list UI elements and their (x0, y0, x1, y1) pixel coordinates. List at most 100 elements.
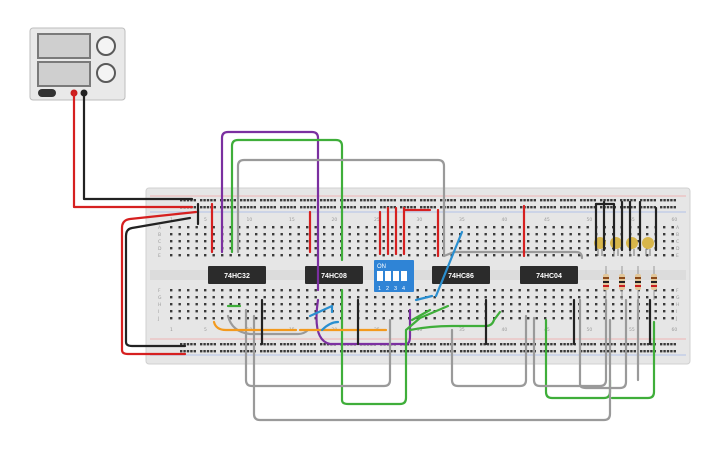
breadboard-hole[interactable] (630, 350, 633, 353)
breadboard-hole[interactable] (280, 199, 283, 202)
breadboard-hole[interactable] (293, 350, 296, 353)
breadboard-hole[interactable] (333, 199, 336, 202)
breadboard-hole[interactable] (425, 303, 428, 306)
breadboard-hole[interactable] (613, 199, 616, 202)
breadboard-hole[interactable] (178, 247, 181, 250)
breadboard-hole[interactable] (346, 350, 350, 353)
breadboard-hole[interactable] (440, 206, 443, 209)
breadboard-hole[interactable] (190, 199, 193, 202)
breadboard-hole[interactable] (286, 350, 290, 353)
breadboard-hole[interactable] (314, 296, 317, 299)
breadboard-hole[interactable] (518, 226, 521, 229)
breadboard-hole[interactable] (373, 199, 376, 202)
breadboard-hole[interactable] (313, 343, 316, 346)
breadboard-hole[interactable] (637, 289, 640, 292)
breadboard-hole[interactable] (323, 199, 326, 202)
breadboard-hole[interactable] (365, 233, 368, 236)
breadboard-hole[interactable] (560, 206, 563, 209)
breadboard-hole[interactable] (273, 350, 276, 353)
breadboard-hole[interactable] (263, 289, 266, 292)
breadboard-hole[interactable] (213, 350, 216, 353)
breadboard-hole[interactable] (226, 206, 230, 209)
breadboard-hole[interactable] (440, 343, 443, 346)
breadboard-hole[interactable] (233, 199, 236, 202)
breadboard-hole[interactable] (320, 350, 323, 353)
breadboard-hole[interactable] (467, 247, 470, 250)
breadboard-hole[interactable] (382, 240, 385, 243)
breadboard-hole[interactable] (586, 206, 590, 209)
breadboard-hole[interactable] (180, 343, 183, 346)
breadboard-hole[interactable] (323, 247, 326, 250)
breadboard-hole[interactable] (566, 199, 570, 202)
breadboard-hole[interactable] (510, 247, 513, 250)
breadboard-hole[interactable] (410, 206, 413, 209)
breadboard-hole[interactable] (190, 350, 193, 353)
breadboard-hole[interactable] (633, 206, 636, 209)
breadboard-hole[interactable] (348, 296, 351, 299)
breadboard-hole[interactable] (593, 199, 596, 202)
breadboard-hole[interactable] (459, 317, 462, 320)
breadboard-hole[interactable] (640, 199, 643, 202)
breadboard-hole[interactable] (501, 226, 504, 229)
breadboard-hole[interactable] (486, 343, 490, 346)
breadboard-hole[interactable] (606, 199, 610, 202)
breadboard-hole[interactable] (666, 343, 670, 346)
breadboard-hole[interactable] (272, 317, 275, 320)
breadboard-hole[interactable] (246, 296, 249, 299)
breadboard-hole[interactable] (399, 254, 402, 257)
breadboard-hole[interactable] (380, 350, 383, 353)
breadboard-hole[interactable] (203, 199, 206, 202)
breadboard-hole[interactable] (663, 206, 666, 209)
breadboard-hole[interactable] (467, 296, 470, 299)
current-knob-icon[interactable] (96, 63, 116, 83)
breadboard-hole[interactable] (600, 350, 603, 353)
breadboard-hole[interactable] (544, 247, 547, 250)
breadboard-hole[interactable] (643, 199, 646, 202)
breadboard-hole[interactable] (578, 226, 581, 229)
breadboard-hole[interactable] (170, 296, 173, 299)
breadboard-hole[interactable] (466, 199, 470, 202)
breadboard-hole[interactable] (501, 233, 504, 236)
dip-toggle-3[interactable] (393, 271, 399, 281)
breadboard-hole[interactable] (483, 199, 486, 202)
breadboard-hole[interactable] (289, 247, 292, 250)
breadboard-hole[interactable] (331, 226, 334, 229)
breadboard-hole[interactable] (626, 350, 630, 353)
breadboard-hole[interactable] (643, 350, 646, 353)
breadboard-hole[interactable] (430, 206, 433, 209)
breadboard-hole[interactable] (314, 254, 317, 257)
breadboard-hole[interactable] (586, 233, 589, 236)
breadboard-hole[interactable] (366, 206, 370, 209)
breadboard-hole[interactable] (544, 303, 547, 306)
breadboard-hole[interactable] (255, 296, 258, 299)
breadboard-hole[interactable] (178, 303, 181, 306)
breadboard-hole[interactable] (280, 303, 283, 306)
breadboard-hole[interactable] (413, 343, 416, 346)
breadboard-hole[interactable] (586, 303, 589, 306)
breadboard-hole[interactable] (220, 350, 223, 353)
breadboard-hole[interactable] (493, 240, 496, 243)
breadboard-hole[interactable] (374, 303, 377, 306)
breadboard-hole[interactable] (212, 303, 215, 306)
breadboard-hole[interactable] (483, 206, 486, 209)
breadboard-hole[interactable] (654, 317, 657, 320)
breadboard-hole[interactable] (453, 343, 456, 346)
breadboard-hole[interactable] (229, 289, 232, 292)
breadboard-hole[interactable] (520, 343, 523, 346)
breadboard-hole[interactable] (603, 310, 606, 313)
breadboard-hole[interactable] (476, 317, 479, 320)
breadboard-hole[interactable] (374, 317, 377, 320)
breadboard-hole[interactable] (637, 240, 640, 243)
breadboard-hole[interactable] (246, 289, 249, 292)
breadboard-hole[interactable] (540, 343, 543, 346)
breadboard-hole[interactable] (255, 303, 258, 306)
breadboard-hole[interactable] (221, 296, 224, 299)
breadboard-hole[interactable] (490, 199, 493, 202)
breadboard-hole[interactable] (399, 226, 402, 229)
breadboard-hole[interactable] (170, 247, 173, 250)
breadboard-hole[interactable] (580, 206, 583, 209)
breadboard-hole[interactable] (280, 240, 283, 243)
breadboard-hole[interactable] (266, 206, 270, 209)
breadboard-hole[interactable] (213, 206, 216, 209)
breadboard-hole[interactable] (306, 254, 309, 257)
